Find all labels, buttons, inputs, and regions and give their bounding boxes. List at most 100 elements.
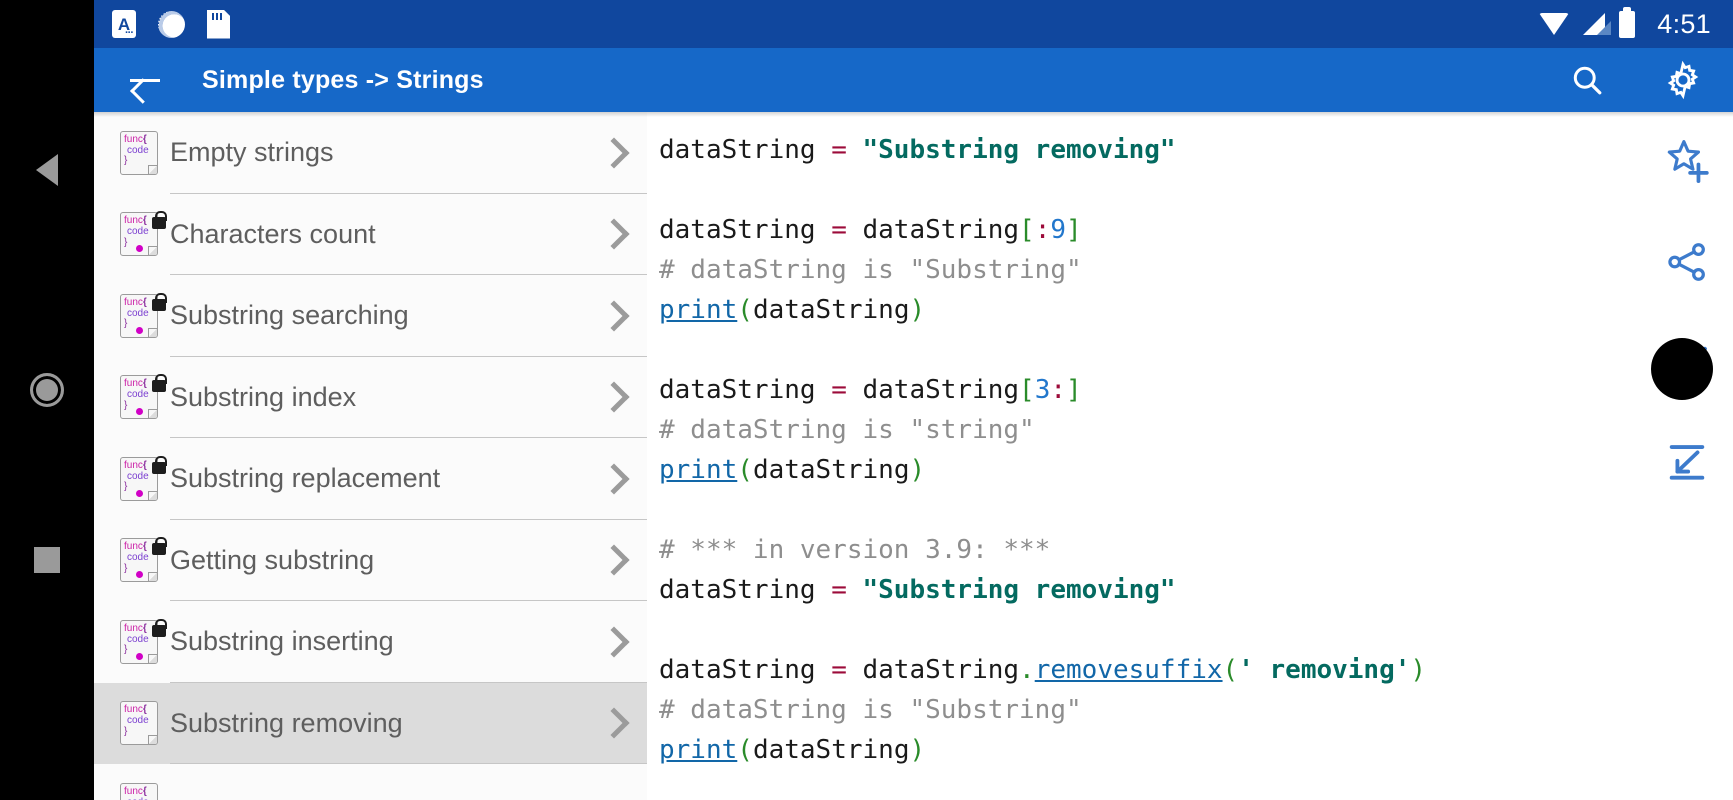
status-bar-clock: 4:51 [1657, 8, 1711, 39]
list-item-icon-wrap: func{code} [108, 701, 170, 746]
chevron-right-icon [598, 707, 630, 739]
code-line: dataString = dataString[3:] [659, 370, 1733, 410]
list-item-label: Substring searching [170, 300, 409, 331]
list-item[interactable]: func{code}Substring searching [94, 275, 647, 357]
sd-card-icon [207, 9, 230, 39]
code-function-link[interactable]: print [659, 455, 738, 485]
unlocked-dot-icon [136, 571, 143, 579]
code-snippet-icon: func{code} [120, 375, 158, 420]
code-line [659, 610, 1733, 650]
share-icon [1668, 243, 1705, 281]
code-line [659, 330, 1733, 370]
list-item-label: Empty strings [170, 137, 334, 168]
collapse-down-button[interactable] [1659, 434, 1715, 490]
toolbar-back-button[interactable] [118, 53, 172, 107]
list-item-label: Substring inserting [170, 626, 394, 657]
page-title: Simple types -> Strings [202, 65, 484, 94]
code-token: "Substring removing" [862, 135, 1176, 165]
list-item[interactable]: func{code}Substring removing [94, 682, 647, 765]
code-token: dataString [659, 655, 832, 685]
code-line: # dataString is "Substring" [659, 690, 1733, 730]
chevron-right-icon [598, 381, 630, 413]
code-token: 9 [1050, 215, 1067, 245]
list-item-label: Substring index [170, 381, 357, 412]
code-token: dataString [659, 575, 832, 605]
list-item-icon-wrap: func{code} [108, 292, 170, 338]
code-line: print(dataString) [659, 450, 1733, 490]
page-fold [148, 572, 157, 582]
code-token: = [831, 215, 863, 245]
list-item[interactable]: func{code}Substring inserting [94, 601, 647, 683]
app-toolbar: Simple types -> Strings [94, 48, 1733, 112]
chevron-right-icon [598, 544, 630, 576]
auto-rotate-icon: A [112, 10, 136, 39]
code-token: ) [909, 735, 926, 765]
settings-button[interactable] [1661, 58, 1705, 102]
unlocked-dot-icon [136, 326, 143, 334]
gear-icon [1667, 60, 1699, 100]
status-bar-left-icons: A [112, 9, 230, 39]
code-token: ) [1410, 655, 1427, 685]
code-function-link[interactable]: print [659, 735, 738, 765]
wifi-icon [1539, 13, 1570, 35]
status-bar-right-icons: 4:51 [1539, 6, 1711, 40]
code-token: dataString [752, 295, 910, 325]
code-token: = [831, 135, 863, 165]
add-to-favorites-button[interactable] [1659, 134, 1715, 190]
code-snippet-icon: func{code} [120, 130, 158, 175]
search-button[interactable] [1565, 58, 1609, 102]
code-token: ( [1222, 655, 1239, 685]
list-item[interactable]: func{code}Characters count [94, 193, 647, 276]
page-fold [148, 409, 157, 419]
code-token: dataString [659, 375, 832, 405]
code-line: dataString = "Substring removing" [659, 570, 1733, 610]
code-token: dataString [659, 215, 832, 245]
list-item-icon-wrap: func{code} [108, 537, 170, 583]
code-line: # dataString is "string" [659, 410, 1733, 450]
chevron-right-icon [598, 626, 630, 658]
unlocked-dot-icon [136, 408, 143, 416]
code-token: 3 [1034, 375, 1051, 405]
list-item-label: Substring removing [170, 707, 403, 738]
list-item-icon-wrap: func{code} [108, 455, 170, 501]
list-item[interactable]: func{code} [94, 764, 647, 800]
nav-recents-button[interactable] [0, 530, 94, 590]
lock-icon [152, 537, 167, 556]
code-token: dataString [862, 375, 1020, 405]
battery-icon [1619, 6, 1636, 38]
page-fold [148, 327, 157, 337]
list-item[interactable]: func{code}Substring replacement [94, 438, 647, 520]
code-token: ) [909, 295, 926, 325]
code-token: ) [909, 455, 926, 485]
action-rail [1641, 112, 1733, 800]
nav-back-button[interactable] [0, 140, 94, 200]
code-function-link[interactable]: removesuffix [1034, 655, 1223, 685]
code-panel: dataString = "Substring removing" dataSt… [647, 112, 1733, 800]
lock-icon [152, 211, 167, 230]
list-item[interactable]: func{code} Substring index [94, 356, 647, 438]
list-item-label: Getting substring [170, 544, 375, 575]
status-bar: A 4:51 [94, 0, 1733, 48]
unlocked-dot-icon [136, 652, 143, 660]
list-item-row: Substring replacement [170, 438, 647, 520]
lock-icon [152, 455, 167, 474]
list-item[interactable]: func{code} Empty strings [94, 112, 647, 194]
code-line: print(dataString) [659, 730, 1733, 770]
list-item-icon-wrap: func{code} [108, 211, 170, 257]
code-token: ( [737, 295, 753, 325]
code-token: . [1019, 655, 1035, 685]
list-item[interactable]: func{code}Getting substring [94, 519, 647, 602]
nav-home-button[interactable] [0, 360, 94, 420]
chevron-right-icon [598, 218, 630, 250]
list-item-row: Substring removing [170, 683, 647, 765]
list-item-label: Substring replacement [170, 463, 441, 494]
collapse-down-icon [1669, 445, 1705, 480]
share-button[interactable] [1659, 234, 1715, 290]
chevron-right-icon [598, 300, 630, 332]
code-function-link[interactable]: print [659, 295, 738, 325]
list-item-row: Characters count [170, 194, 647, 276]
code-token: ] [1066, 215, 1082, 245]
list-item-row: Getting substring [170, 520, 647, 602]
